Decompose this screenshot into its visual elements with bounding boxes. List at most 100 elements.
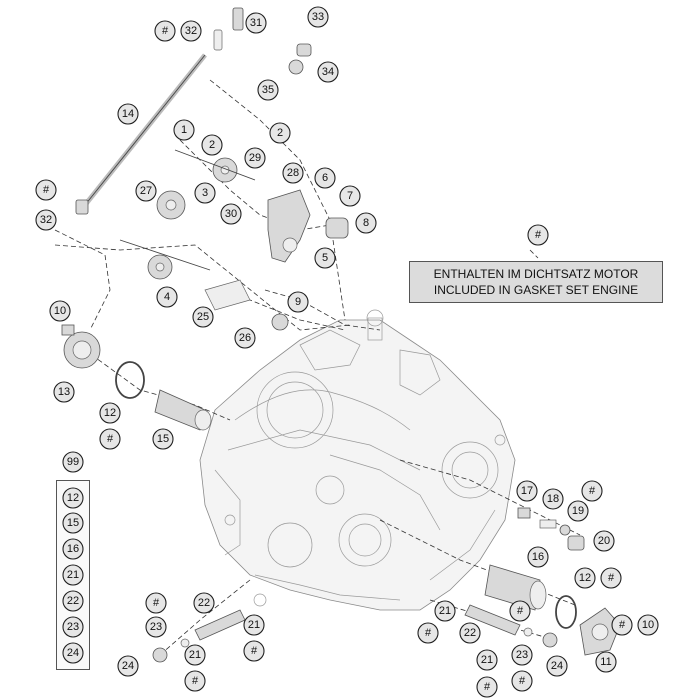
callout-hash: # bbox=[581, 480, 603, 502]
callout-22: 22 bbox=[459, 622, 481, 644]
callout-20: 20 bbox=[593, 530, 615, 552]
callout-2b: 2 bbox=[269, 122, 291, 144]
callout-21: 21 bbox=[476, 649, 498, 671]
callout-1: 1 bbox=[173, 119, 195, 141]
rotor-9 bbox=[271, 313, 289, 331]
svg-text:32: 32 bbox=[40, 214, 52, 226]
callout-hash: # bbox=[509, 600, 531, 622]
svg-text:24: 24 bbox=[551, 660, 563, 672]
callout-2: 2 bbox=[201, 134, 223, 156]
callout-18: 18 bbox=[542, 488, 564, 510]
svg-text:27: 27 bbox=[140, 185, 152, 197]
parts bbox=[61, 7, 621, 663]
callout-21: 21 bbox=[184, 644, 206, 666]
callout-10: 10 bbox=[49, 300, 71, 322]
svg-text:#: # bbox=[519, 675, 526, 687]
svg-text:33: 33 bbox=[312, 11, 324, 23]
svg-text:21: 21 bbox=[248, 619, 260, 631]
callout-hash: # bbox=[99, 428, 121, 450]
svg-text:11: 11 bbox=[600, 656, 611, 668]
svg-text:2: 2 bbox=[209, 139, 215, 151]
callout-17: 17 bbox=[516, 480, 538, 502]
svg-text:#: # bbox=[153, 597, 160, 609]
svg-text:20: 20 bbox=[598, 535, 610, 547]
callout-hash: # bbox=[476, 676, 498, 698]
svg-text:19: 19 bbox=[572, 505, 584, 517]
svg-text:#: # bbox=[535, 229, 542, 241]
callout-hash: # bbox=[243, 640, 265, 662]
callout-30: 30 bbox=[220, 203, 242, 225]
svg-text:14: 14 bbox=[122, 108, 134, 120]
svg-text:32: 32 bbox=[185, 25, 197, 37]
callout-27: 27 bbox=[135, 180, 157, 202]
svg-text:34: 34 bbox=[322, 66, 334, 78]
svg-text:#: # bbox=[107, 433, 114, 445]
callouts: # 32 31 33 34 35 14 1 2 2 29 28 6 7 8 5 … bbox=[35, 6, 659, 698]
svg-text:12: 12 bbox=[104, 407, 116, 419]
svg-text:#: # bbox=[619, 619, 626, 631]
svg-text:25: 25 bbox=[197, 311, 209, 323]
svg-text:23: 23 bbox=[516, 649, 528, 661]
callout-4: 4 bbox=[156, 286, 178, 308]
svg-text:4: 4 bbox=[164, 291, 170, 303]
sensor-31 bbox=[232, 7, 244, 31]
callout-6: 6 bbox=[314, 167, 336, 189]
callout-hash: # bbox=[184, 670, 206, 692]
svg-text:29: 29 bbox=[249, 152, 261, 164]
callout-hash: # bbox=[511, 670, 533, 692]
callout-5: 5 bbox=[314, 247, 336, 269]
svg-text:26: 26 bbox=[239, 332, 251, 344]
callout-13: 13 bbox=[53, 381, 75, 403]
callout-12: 12 bbox=[99, 402, 121, 424]
svg-text:23: 23 bbox=[150, 621, 162, 633]
gasket-set-note: ENTHALTEN IM DICHTSATZ MOTOR INCLUDED IN… bbox=[409, 261, 663, 303]
svg-text:#: # bbox=[484, 681, 491, 693]
callout-26: 26 bbox=[234, 327, 256, 349]
svg-text:8: 8 bbox=[363, 217, 369, 229]
svg-text:#: # bbox=[589, 485, 596, 497]
svg-text:1: 1 bbox=[181, 124, 187, 136]
svg-text:#: # bbox=[517, 605, 524, 617]
callout-22: 22 bbox=[193, 592, 215, 614]
svg-text:18: 18 bbox=[547, 493, 559, 505]
callout-16: 16 bbox=[527, 546, 549, 568]
callout-29: 29 bbox=[244, 147, 266, 169]
callout-9: 9 bbox=[287, 291, 309, 313]
callout-hash: # bbox=[527, 224, 549, 246]
callout-24: 24 bbox=[546, 655, 568, 677]
svg-text:30: 30 bbox=[225, 208, 237, 220]
callout-23: 23 bbox=[145, 616, 167, 638]
callout-hash: # bbox=[154, 20, 176, 42]
callout-35: 35 bbox=[257, 79, 279, 101]
callout-24: 24 bbox=[117, 655, 139, 677]
svg-text:16: 16 bbox=[532, 551, 544, 563]
svg-text:#: # bbox=[192, 675, 199, 687]
callout-11: 11 bbox=[595, 651, 617, 673]
rotor-8 bbox=[325, 217, 349, 239]
callout-hash: # bbox=[35, 179, 57, 201]
svg-text:10: 10 bbox=[54, 305, 66, 317]
kit-99-contents bbox=[56, 480, 90, 670]
callout-23: 23 bbox=[511, 644, 533, 666]
callout-31: 31 bbox=[245, 12, 267, 34]
svg-text:#: # bbox=[162, 25, 169, 37]
callout-14: 14 bbox=[117, 103, 139, 125]
gasket-note-german: ENTHALTEN IM DICHTSATZ MOTOR bbox=[433, 267, 639, 281]
svg-text:21: 21 bbox=[439, 605, 451, 617]
callout-33: 33 bbox=[307, 6, 329, 28]
svg-text:5: 5 bbox=[322, 252, 328, 264]
svg-text:99: 99 bbox=[67, 456, 79, 468]
callout-19: 19 bbox=[567, 500, 589, 522]
svg-text:35: 35 bbox=[262, 84, 274, 96]
svg-text:24: 24 bbox=[122, 660, 134, 672]
callout-hash: # bbox=[600, 567, 622, 589]
engine-crankcase-illustration bbox=[199, 309, 516, 611]
callout-7: 7 bbox=[339, 185, 361, 207]
callout-25: 25 bbox=[192, 306, 214, 328]
svg-text:31: 31 bbox=[250, 17, 262, 29]
cap-33 bbox=[296, 43, 312, 57]
svg-text:22: 22 bbox=[464, 627, 476, 639]
callout-28: 28 bbox=[282, 162, 304, 184]
gasket-note-english: INCLUDED IN GASKET SET ENGINE bbox=[433, 283, 639, 297]
svg-text:#: # bbox=[425, 627, 432, 639]
